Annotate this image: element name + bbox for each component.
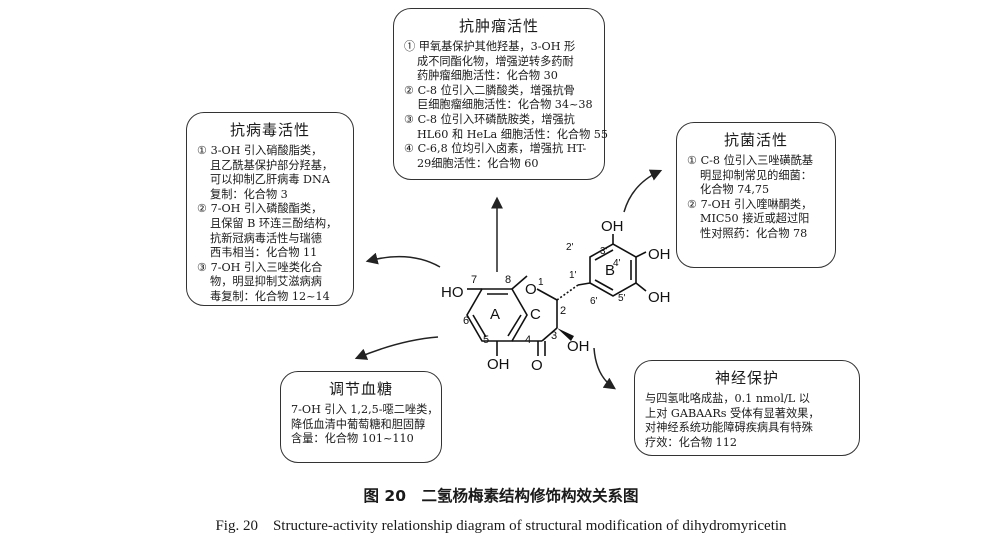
label-pos-3p: 3'	[600, 246, 608, 257]
label-pos-6p: 6'	[590, 296, 598, 307]
antibacterial-item-2: ② 7-OH 引入喹啉酮类， MIC50 接近或超过阳 性对照药：化合物 78	[687, 198, 825, 242]
neuro-line-2: 上对 GABAARs 受体有显著效果，	[645, 406, 820, 420]
label-pos-5p: 5'	[618, 293, 626, 304]
antitumor-item-2-line-2: 巨细胞瘤细胞活性：化合物 34~38	[417, 98, 593, 112]
antiviral-item-1-line-2: 且乙酰基保护部分羟基，	[210, 158, 334, 172]
antiviral-item-2: ② 7-OH 引入磷酸酯类， 且保留 B 环连三酚结构， 抗新冠病毒活性与瑞德 …	[197, 202, 343, 260]
label-pos-7: 7	[471, 274, 477, 286]
antitumor-item-4-line-2: 29细胞活性：化合物 60	[417, 156, 539, 170]
label-ring-a: A	[490, 306, 500, 323]
label-o-4: O	[531, 357, 543, 374]
label-pos-8: 8	[505, 274, 511, 286]
antibacterial-item-2-line-2: MIC50 接近或超过阳	[700, 212, 810, 226]
label-oh-3: OH	[567, 338, 590, 355]
antitumor-item-2-line-1: ② C-8 位引入二膦酸类，增强抗骨	[404, 83, 575, 97]
antitumor-item-4: ④ C-6,8 位均引入卤素，增强抗 HT- 29细胞活性：化合物 60	[404, 142, 594, 171]
arrow-to-antibacterial	[623, 169, 663, 213]
neuro-line-1: 与四氢吡咯成盐，0.1 nmol/L 以	[645, 392, 810, 405]
neuro-title: 神经保护	[714, 369, 779, 387]
label-pos-4p: 4'	[613, 258, 621, 269]
antibacterial-title: 抗菌活性	[723, 131, 788, 149]
antiviral-box: 抗病毒活性 ① 3-OH 引入硝酸脂类， 且乙酰基保护部分羟基， 可以抑制乙肝病…	[186, 112, 354, 306]
glucose-line-2: 降低血清中葡萄糖和胆固醇	[291, 417, 426, 431]
label-oh-5: OH	[487, 356, 510, 373]
antiviral-item-2-line-2: 且保留 B 环连三酚结构，	[210, 216, 338, 230]
label-ring-b: B	[605, 262, 615, 279]
glucose-text: 7-OH 引入 1,2,5-噁二唑类， 降低血清中葡萄糖和胆固醇 含量：化合物 …	[291, 403, 439, 447]
antitumor-title: 抗肿瘤活性	[458, 17, 539, 35]
figure-caption-chinese: 图 20 二氢杨梅素结构修饰构效关系图	[363, 487, 639, 505]
dihydromyricetin-structure	[466, 234, 647, 356]
label-pos-5: 5	[483, 334, 489, 346]
antiviral-title: 抗病毒活性	[229, 121, 310, 139]
antiviral-item-2-line-1: ② 7-OH 引入磷酸酯类，	[197, 202, 323, 216]
antiviral-item-1-line-1: ① 3-OH 引入硝酸脂类，	[197, 144, 323, 157]
antitumor-box: 抗肿瘤活性 ① 甲氧基保护其他羟基，3-OH 形 成不同酯化物，增强逆转多药耐 …	[393, 8, 609, 180]
glucose-box: 调节血糖 7-OH 引入 1,2,5-噁二唑类， 降低血清中葡萄糖和胆固醇 含量…	[280, 371, 442, 463]
structure-labels: HO 7 8 O 1 6 A C 2 3 4 5 OH O OH 1' 2' 3…	[441, 218, 671, 374]
label-pos-1p: 1'	[569, 270, 577, 281]
glucose-line-1: 7-OH 引入 1,2,5-噁二唑类，	[291, 403, 439, 416]
antibacterial-item-1-line-1: ① C-8 位引入三唑磺酰基	[687, 154, 814, 167]
antibacterial-item-1-line-3: 化合物 74,75	[700, 183, 770, 197]
antitumor-item-1-line-1: ① 甲氧基保护其他羟基，3-OH 形	[404, 40, 576, 53]
label-pos-4: 4	[525, 334, 531, 346]
label-o-1: O	[525, 281, 537, 298]
antibacterial-item-1-line-2: 明显抑制常见的细菌：	[700, 168, 812, 182]
label-pos-3: 3	[551, 330, 557, 342]
antitumor-item-4-line-1: ④ C-6,8 位均引入卤素，增强抗 HT-	[404, 142, 587, 156]
connector-arrows	[354, 169, 663, 390]
antiviral-item-3-line-2: 物，明显抑制艾滋病病	[210, 275, 322, 289]
antitumor-item-3-line-1: ③ C-8 位引入环磷酰胺类，增强抗	[404, 112, 575, 126]
antiviral-item-1: ① 3-OH 引入硝酸脂类， 且乙酰基保护部分羟基， 可以抑制乙肝病毒 DNA …	[197, 144, 343, 202]
arrow-to-glucose	[354, 336, 439, 360]
antiviral-item-3-line-1: ③ 7-OH 引入三唑类化合	[197, 260, 323, 274]
label-pos-1: 1	[538, 277, 544, 288]
arrow-to-neuro	[593, 347, 616, 390]
neuro-line-3: 对神经系统功能障碍疾病具有特殊	[645, 421, 813, 435]
label-oh-3p: OH	[601, 218, 624, 235]
antiviral-item-2-line-3: 抗新冠病毒活性与瑞德	[210, 231, 322, 245]
arrow-to-antiviral	[365, 252, 441, 268]
neuro-box: 神经保护 与四氢吡咯成盐，0.1 nmol/L 以 上对 GABAARs 受体有…	[634, 360, 860, 456]
antitumor-item-3: ③ C-8 位引入环磷酰胺类，增强抗 HL60 和 HeLa 细胞活性：化合物 …	[404, 112, 609, 142]
glucose-line-3: 含量：化合物 101~110	[291, 432, 414, 446]
label-pos-6: 6	[463, 315, 469, 327]
antitumor-item-1: ① 甲氧基保护其他羟基，3-OH 形 成不同酯化物，增强逆转多药耐 药肿瘤细胞活…	[404, 40, 594, 84]
antitumor-item-1-line-3: 药肿瘤细胞活性：化合物 30	[417, 69, 558, 83]
label-ho-7: HO	[441, 284, 464, 301]
antiviral-item-1-line-3: 可以抑制乙肝病毒 DNA	[210, 173, 330, 187]
antibacterial-box: 抗菌活性 ① C-8 位引入三唑磺酰基 明显抑制常见的细菌： 化合物 74,75…	[676, 122, 836, 268]
label-pos-2: 2	[560, 305, 566, 317]
label-oh-5p: OH	[648, 289, 671, 306]
antibacterial-item-1: ① C-8 位引入三唑磺酰基 明显抑制常见的细菌： 化合物 74,75	[687, 154, 825, 198]
antitumor-item-3-line-2: HL60 和 HeLa 细胞活性：化合物 55	[417, 127, 609, 141]
label-oh-4p: OH	[648, 246, 671, 263]
antitumor-item-1-line-2: 成不同酯化物，增强逆转多药耐	[417, 54, 574, 68]
glucose-title: 调节血糖	[328, 380, 393, 398]
antibacterial-item-2-line-3: 性对照药：化合物 78	[700, 226, 808, 240]
antiviral-item-1-line-4: 复制：化合物 3	[210, 187, 288, 201]
label-pos-2p: 2'	[566, 242, 574, 253]
neuro-text: 与四氢吡咯成盐，0.1 nmol/L 以 上对 GABAARs 受体有显著效果，…	[645, 392, 849, 450]
antiviral-item-3-line-3: 毒复制：化合物 12~14	[210, 289, 330, 303]
neuro-line-4: 疗效：化合物 112	[645, 435, 738, 449]
label-ring-c: C	[530, 306, 541, 323]
antitumor-item-2: ② C-8 位引入二膦酸类，增强抗骨 巨细胞瘤细胞活性：化合物 34~38	[404, 84, 594, 113]
antiviral-item-2-line-4: 西韦相当：化合物 11	[210, 246, 318, 260]
antibacterial-item-2-line-1: ② 7-OH 引入喹啉酮类，	[687, 197, 813, 211]
antiviral-item-3: ③ 7-OH 引入三唑类化合 物，明显抑制艾滋病病 毒复制：化合物 12~14	[197, 261, 343, 305]
figure-caption-english: Fig. 20 Structure-activity relationship …	[215, 518, 787, 534]
